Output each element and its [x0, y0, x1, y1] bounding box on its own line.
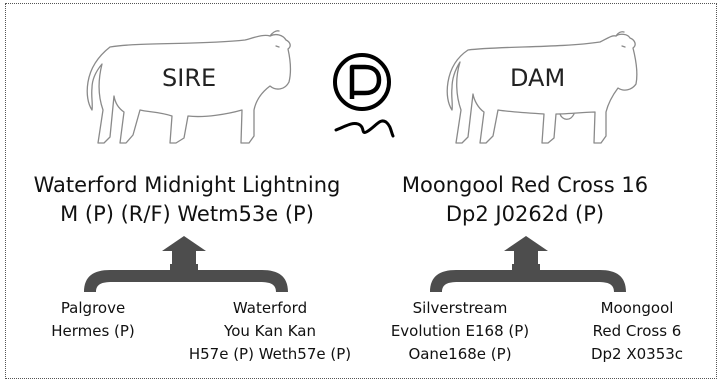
ancestor-line: Silverstream — [412, 299, 508, 317]
ancestor-line: H57e (P) Weth57e (P) — [188, 345, 352, 363]
ancestor-line: Oane168e (P) — [408, 345, 512, 363]
sire-name-line1: Waterford Midnight Lightning — [33, 173, 341, 197]
pedigree-frame — [5, 3, 717, 379]
ancestor-line: Waterford — [232, 299, 308, 317]
dam-cow-icon — [446, 31, 638, 144]
ancestor-line: Hermes (P) — [51, 322, 135, 340]
ancestor-line: Dp2 X0353c — [590, 345, 684, 363]
ancestor-sire-sire: Palgrove Hermes (P) — [38, 297, 148, 343]
ancestor-line: You Kan Kan — [224, 322, 316, 340]
sire-bull-icon — [86, 30, 292, 144]
ancestor-line: Evolution E168 (P) — [390, 322, 530, 340]
dam-bracket — [430, 236, 626, 292]
polled-p-circle-icon — [333, 53, 395, 138]
dam-label: DAM — [510, 64, 566, 92]
ancestor-line: Red Cross 6 — [592, 322, 682, 340]
ancestor-dam-dam: Moongool Red Cross 6 Dp2 X0353c — [572, 297, 702, 366]
sire-label: SIRE — [162, 64, 217, 92]
sire-name-line2: M (P) (R/F) Wetm53e (P) — [60, 202, 314, 226]
dam-name-line1: Moongool Red Cross 16 — [401, 173, 649, 197]
ancestor-line: Palgrove — [60, 299, 126, 317]
ancestor-line: Moongool — [600, 299, 674, 317]
dam-name: Moongool Red Cross 16 Dp2 J0262d (P) — [400, 171, 650, 229]
ancestor-sire-dam: Waterford You Kan Kan H57e (P) Weth57e (… — [170, 297, 370, 366]
dam-name-line2: Dp2 J0262d (P) — [445, 202, 605, 226]
ancestor-dam-sire: Silverstream Evolution E168 (P) Oane168e… — [380, 297, 540, 366]
sire-bracket — [84, 236, 288, 292]
sire-name: Waterford Midnight Lightning M (P) (R/F)… — [27, 171, 347, 229]
